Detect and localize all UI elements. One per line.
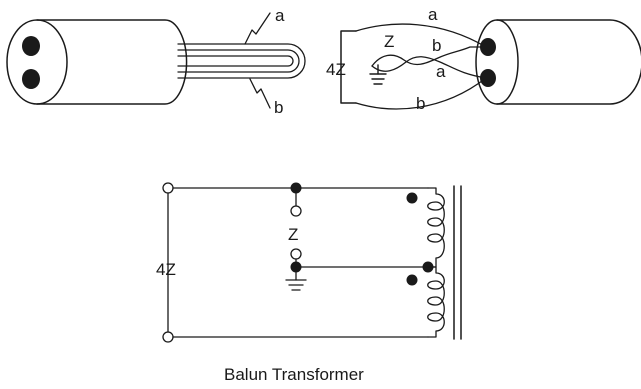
right-conductor-bottom [480,69,496,87]
output-terminal-bottom [290,248,302,260]
hairpin-inner [177,55,294,67]
twisted-wire-1 [371,46,487,67]
leader-a [244,12,271,45]
right-label-b-bottom: b [416,94,425,113]
phase-dot-lower [406,274,418,286]
right-cable-body [496,19,641,105]
left-cable [6,19,188,105]
left-cable-end [6,19,68,105]
folded-wire: a b [177,6,306,117]
right-cable [475,19,641,105]
right-cable-end [475,19,519,105]
left-conductor-top [22,36,40,56]
upper-winding [427,187,445,268]
left-cable-body [36,19,188,105]
wire-a-top [355,23,487,48]
left-label-b: b [274,98,283,117]
right-conductor-top [480,38,496,56]
right-label-a-top: a [428,5,438,24]
hairpin-outer [177,43,306,79]
lower-winding [427,266,445,338]
phase-dot-upper [406,192,418,204]
schematic-label-z: Z [288,225,298,244]
schematic: 4Z Z [156,182,462,343]
right-label-b-upper: b [432,36,441,55]
input-terminal-bottom [162,331,174,343]
wire-b-bottom [355,77,487,110]
input-terminal-top [162,182,174,194]
right-label-z: Z [384,32,394,51]
left-conductor-bottom [22,69,40,89]
bracket-4z [340,30,357,104]
right-label-a-lower: a [436,62,446,81]
left-label-a: a [275,6,285,25]
hairpin-mid [177,49,300,73]
right-connection: 4Z Z a b a b [326,5,487,113]
leader-b [249,78,271,109]
caption: Balun Transformer [224,365,364,384]
twisted-wire-2 [371,56,487,79]
schematic-label-4z: 4Z [156,260,176,279]
right-label-4z: 4Z [326,60,346,79]
output-terminal-top [290,205,302,217]
